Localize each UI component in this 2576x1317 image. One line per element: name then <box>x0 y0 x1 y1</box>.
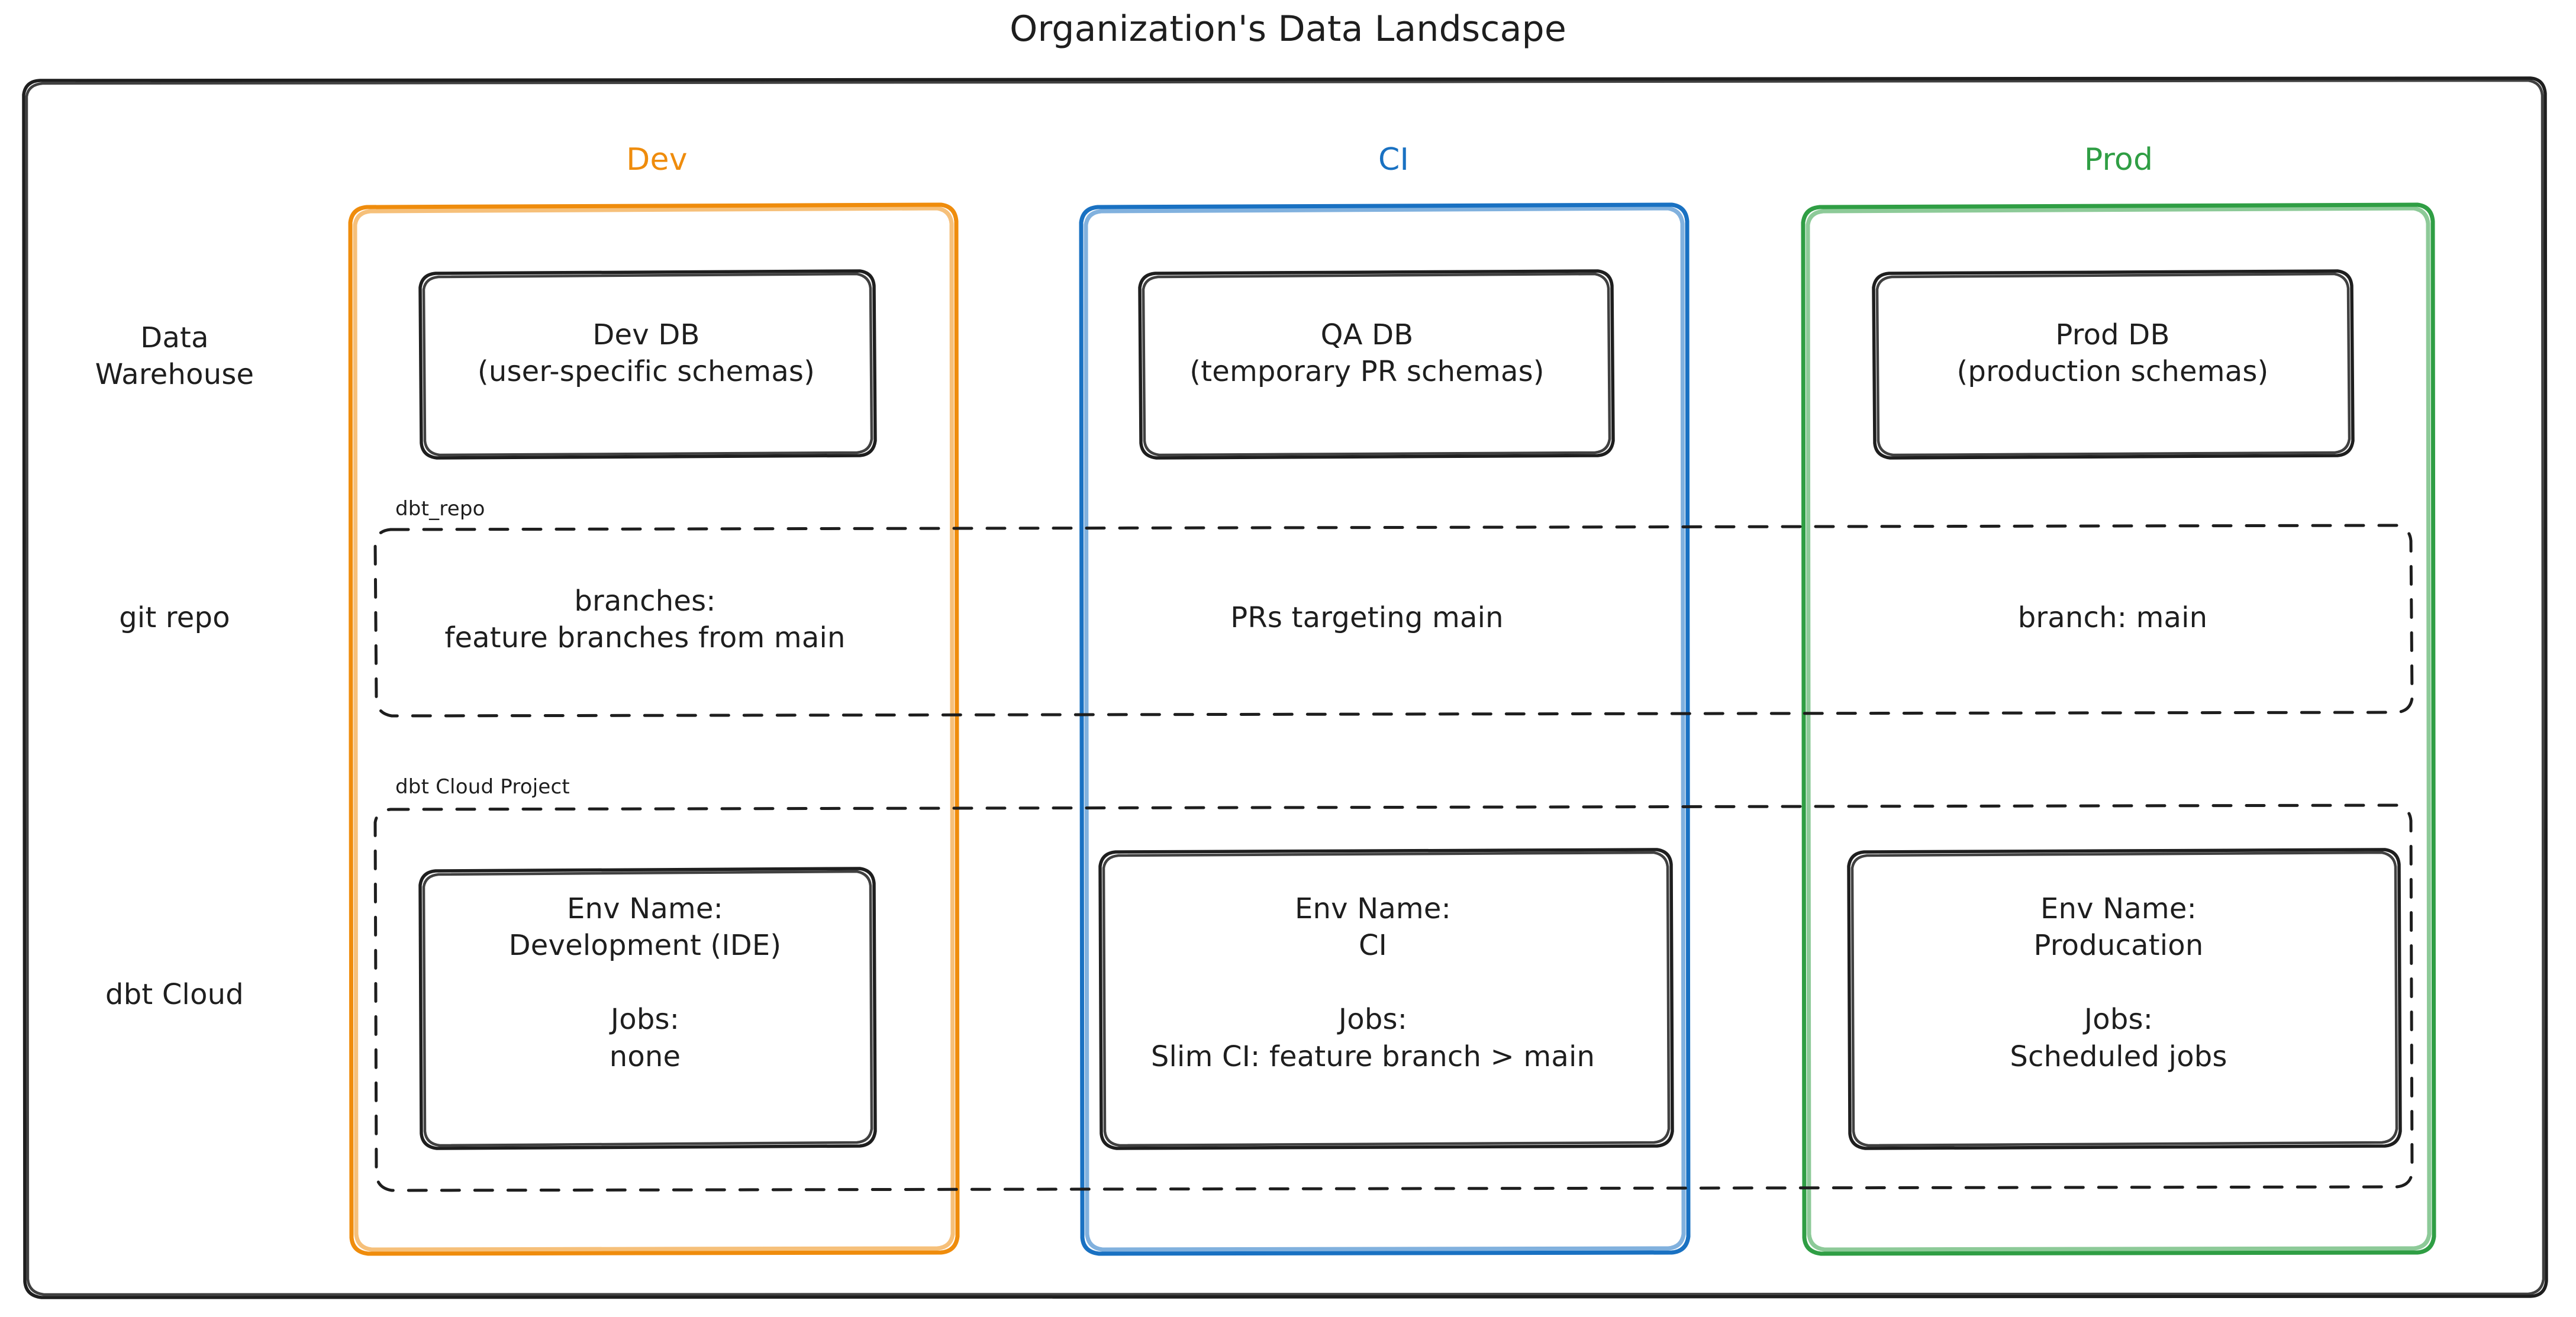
node-label-dev-db: Dev DB (user-specific schemas) <box>477 318 815 389</box>
node-label-ci-prs: PRs targeting main <box>1230 601 1504 634</box>
node-label-prod-branch: branch: main <box>2017 601 2208 634</box>
group-caption-dbt-repo: dbt_repo <box>395 497 485 521</box>
row-label-git-repo: git repo <box>119 601 230 634</box>
node-label-prod-env: Env Name: Producation Jobs: Scheduled jo… <box>2010 892 2227 1073</box>
node-label-dev-branches: branches: feature branches from main <box>444 585 846 655</box>
column-header-ci: CI <box>1378 142 1410 177</box>
node-label-qa-db: QA DB (temporary PR schemas) <box>1189 318 1545 389</box>
column-header-dev: Dev <box>626 142 688 177</box>
outer-frame <box>22 76 2548 1299</box>
group-caption-dbt-cloud-project: dbt Cloud Project <box>395 775 570 799</box>
node-label-dev-env: Env Name: Development (IDE) Jobs: none <box>508 892 782 1073</box>
row-label-dbt-cloud: dbt Cloud <box>105 978 244 1011</box>
node-label-ci-env: Env Name: CI Jobs: Slim CI: feature bran… <box>1150 892 1595 1073</box>
column-header-prod: Prod <box>2084 142 2153 177</box>
row-label-data-warehouse: Data Warehouse <box>95 321 254 392</box>
node-label-prod-db: Prod DB (production schemas) <box>1956 318 2269 389</box>
page-title: Organization's Data Landscape <box>1010 8 1566 50</box>
